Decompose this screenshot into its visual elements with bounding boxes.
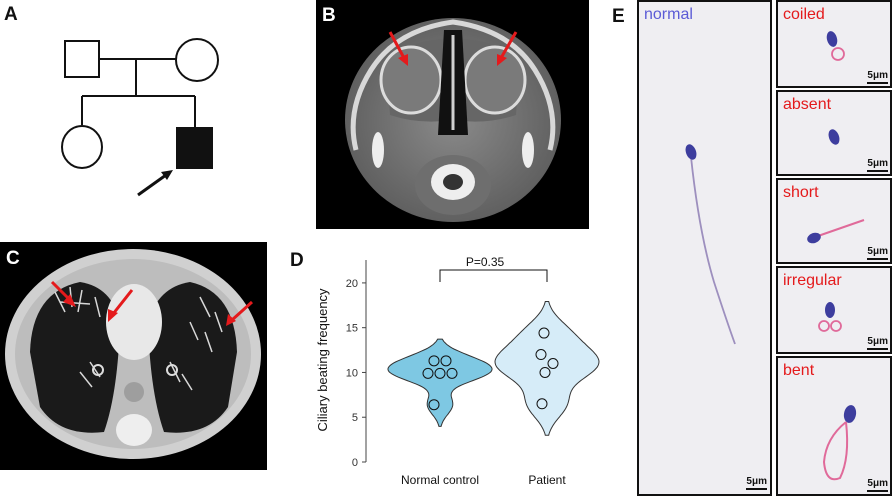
scale-bar-coiled: 5μm (867, 70, 888, 84)
data-point-1-0 (538, 327, 550, 339)
y-tick-label-10: 10 (346, 367, 358, 379)
data-point-1-1 (535, 349, 547, 361)
sperm-label-absent: absent (783, 96, 832, 113)
panel-d-label: D (290, 250, 304, 271)
normal-sperm-head (685, 144, 697, 160)
significance-bracket (439, 269, 548, 282)
pedigree-mother (175, 38, 219, 82)
y-tick-label-20: 20 (346, 278, 358, 290)
panel-b-label: B (322, 5, 336, 26)
panel-e-label: E (612, 6, 625, 27)
data-point-1-3 (539, 366, 551, 378)
p-value-annotation: P=0.35 (466, 255, 505, 269)
data-point-0-0 (428, 355, 440, 367)
sperm-label-bent: bent (783, 362, 815, 379)
pedigree-proband (176, 127, 213, 169)
sperm-normal-frame: normal 5μm (637, 0, 772, 496)
y-axis-label: Ciliary beating frequency (315, 288, 330, 432)
scale-bar-absent: 5μm (867, 158, 888, 172)
data-point-0-3 (434, 367, 446, 379)
sperm-irregular-frame: irregular 5μm (776, 266, 892, 354)
scale-bar-normal: 5μm (746, 476, 767, 490)
data-point-0-4 (446, 367, 458, 379)
panel-c-label: C (6, 248, 20, 269)
chest-ct-image (0, 242, 267, 470)
panel-a-label: A (4, 4, 18, 25)
sperm-coiled-frame: coiled 5μm (776, 0, 892, 88)
sperm-label-short: short (783, 184, 819, 201)
scale-bar-irregular: 5μm (867, 336, 888, 350)
proband-arrow (137, 173, 167, 197)
normal-sperm-tail (690, 156, 736, 345)
sperm-label-normal: normal (644, 6, 693, 23)
x-category-label-0: Normal control (401, 473, 479, 487)
sperm-label-coiled: coiled (783, 6, 825, 23)
x-category-label-1: Patient (528, 473, 566, 487)
data-point-0-2 (422, 367, 434, 379)
y-tick-label-15: 15 (346, 323, 358, 335)
data-point-0-5 (428, 399, 440, 411)
data-point-0-1 (440, 355, 452, 367)
sperm-absent-frame: absent 5μm (776, 90, 892, 176)
sperm-short-frame: short 5μm (776, 178, 892, 264)
violin-0 (387, 338, 493, 427)
data-point-1-4 (536, 398, 548, 410)
scale-bar-bent: 5μm (867, 478, 888, 492)
pedigree-daughter (61, 125, 103, 169)
y-tick-label-0: 0 (352, 457, 358, 469)
y-tick-label-5: 5 (352, 412, 358, 424)
sinus-ct-image (316, 0, 589, 229)
pedigree-diagram (61, 38, 219, 197)
pedigree-father (64, 40, 100, 78)
sperm-bent-frame: bent 5μm (776, 356, 892, 496)
data-point-1-2 (547, 358, 559, 369)
scale-bar-short: 5μm (867, 246, 888, 260)
sperm-label-irregular: irregular (783, 272, 842, 289)
